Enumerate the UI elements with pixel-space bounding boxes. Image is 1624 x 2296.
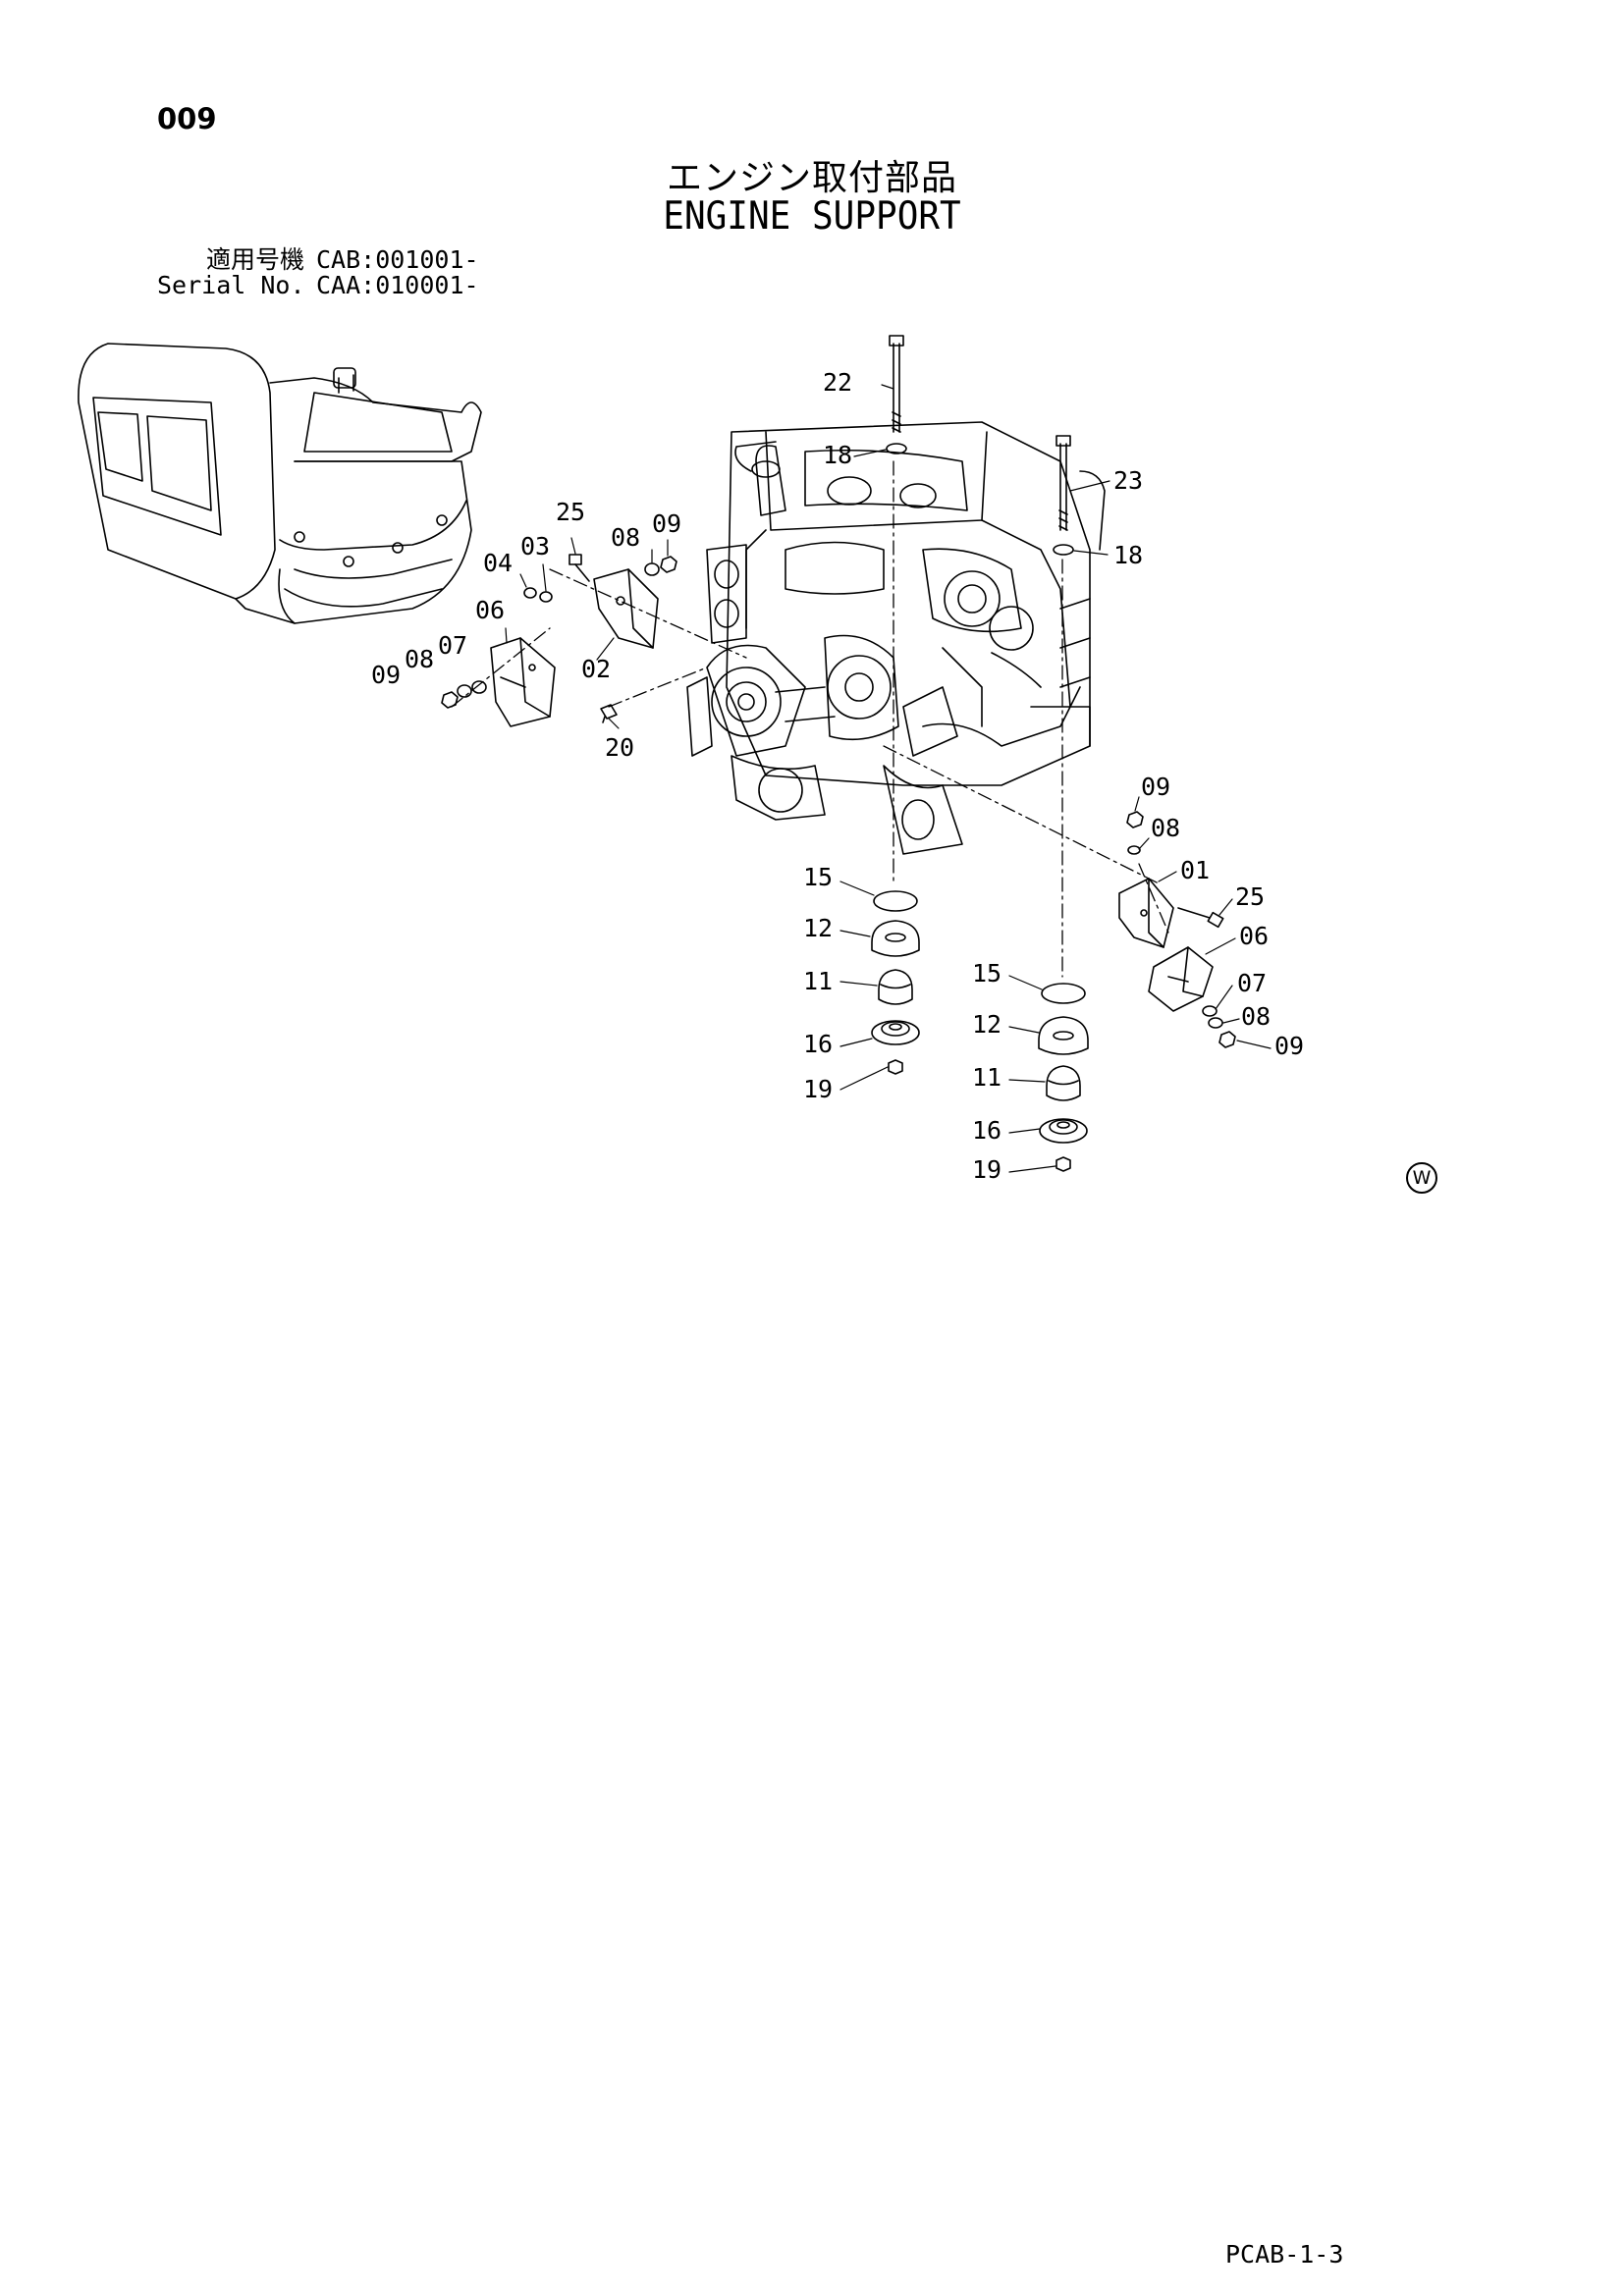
cushion-11 — [878, 969, 913, 1005]
cushion-12 — [871, 920, 920, 957]
plate-15 — [1041, 983, 1086, 1004]
callout-15: 15 — [972, 959, 1001, 988]
serial-row: 適用号機 CAB:001001- — [157, 247, 479, 273]
callout-08: 08 — [1151, 814, 1180, 842]
callout-18: 18 — [1113, 541, 1143, 569]
callout-09: 09 — [1141, 773, 1170, 801]
washer-04 — [523, 587, 537, 599]
nut-09 — [1126, 811, 1144, 828]
nut-19 — [888, 1059, 903, 1075]
excavator-locator-sketch — [78, 343, 482, 624]
bolt-25-left — [568, 554, 590, 582]
washer-08 — [644, 562, 660, 576]
serial-value: CAA:010001- — [316, 271, 479, 299]
callout-25: 25 — [1235, 882, 1265, 911]
callout-07: 07 — [438, 631, 467, 660]
cushion-11 — [1046, 1065, 1081, 1101]
callout-08: 08 — [405, 645, 434, 673]
callout-23: 23 — [1113, 466, 1143, 495]
callout-04: 04 — [483, 549, 513, 577]
bolt-22 — [889, 335, 904, 433]
serial-row: Serial No. CAA:010001- — [157, 273, 479, 298]
callout-18: 18 — [823, 441, 852, 469]
callout-15: 15 — [803, 863, 833, 891]
callout-16: 16 — [803, 1030, 833, 1058]
nut-09 — [441, 691, 459, 709]
engine-assembly — [686, 421, 1106, 855]
callout-08: 08 — [611, 523, 640, 552]
serial-value: CAB:001001- — [316, 245, 479, 274]
bolt-20 — [600, 704, 618, 723]
callout-09: 09 — [652, 509, 681, 538]
callout-07: 07 — [1237, 969, 1267, 997]
callout-12: 12 — [972, 1010, 1001, 1039]
stopper-16 — [871, 1020, 920, 1045]
stopper-16 — [1039, 1118, 1088, 1144]
callout-19: 19 — [803, 1075, 833, 1103]
callout-09: 09 — [1274, 1032, 1304, 1060]
washer-03 — [539, 591, 553, 603]
callout-06: 06 — [1239, 922, 1269, 950]
callout-19: 19 — [972, 1155, 1001, 1184]
page-code: PCAB-1-3 — [1225, 2240, 1344, 2269]
washer-07 — [1202, 1005, 1218, 1017]
washer-08 — [457, 684, 472, 698]
callout-06: 06 — [475, 596, 505, 624]
callout-12: 12 — [803, 914, 833, 942]
callout-leaders — [505, 384, 1272, 1173]
callout-25: 25 — [556, 498, 585, 526]
washer-07 — [471, 680, 487, 694]
mount-cushion-06-left — [490, 637, 556, 727]
nut-19 — [1056, 1156, 1071, 1172]
nut-09 — [1218, 1031, 1236, 1048]
washer-18 — [886, 443, 907, 454]
callout-22: 22 — [823, 368, 852, 397]
bolt-23 — [1056, 435, 1071, 531]
plate-15 — [873, 890, 918, 912]
cushion-12 — [1038, 1016, 1089, 1055]
callout-03: 03 — [520, 532, 550, 561]
washer-08 — [1208, 1017, 1223, 1029]
bracket-01 — [1118, 878, 1174, 948]
washer-08 — [1127, 845, 1141, 855]
callout-11: 11 — [803, 967, 833, 995]
washer-18 — [1053, 544, 1074, 556]
callout-08: 08 — [1241, 1002, 1271, 1031]
callout-02: 02 — [581, 655, 611, 683]
callout-01: 01 — [1180, 856, 1210, 884]
callout-09: 09 — [371, 661, 401, 689]
serial-label: 適用号機 — [205, 245, 304, 274]
serial-label: Serial No. — [157, 271, 305, 299]
nut-09 — [660, 556, 677, 573]
callout-11: 11 — [972, 1063, 1001, 1092]
watermark-w-mark: W — [1406, 1162, 1437, 1194]
exploded-parts-diagram: 22 18 23 18 25 08 09 04 03 06 07 08 09 0… — [78, 335, 1304, 1184]
callout-20: 20 — [605, 733, 634, 762]
page-number: 009 — [157, 102, 217, 135]
title-japanese: エンジン取付部品 — [666, 158, 957, 198]
bracket-02 — [593, 568, 659, 649]
bolt-25-right — [1177, 907, 1224, 929]
mount-cushion-06-right — [1148, 946, 1214, 1012]
callout-16: 16 — [972, 1116, 1001, 1145]
title-english: ENGINE SUPPORT — [663, 193, 961, 240]
